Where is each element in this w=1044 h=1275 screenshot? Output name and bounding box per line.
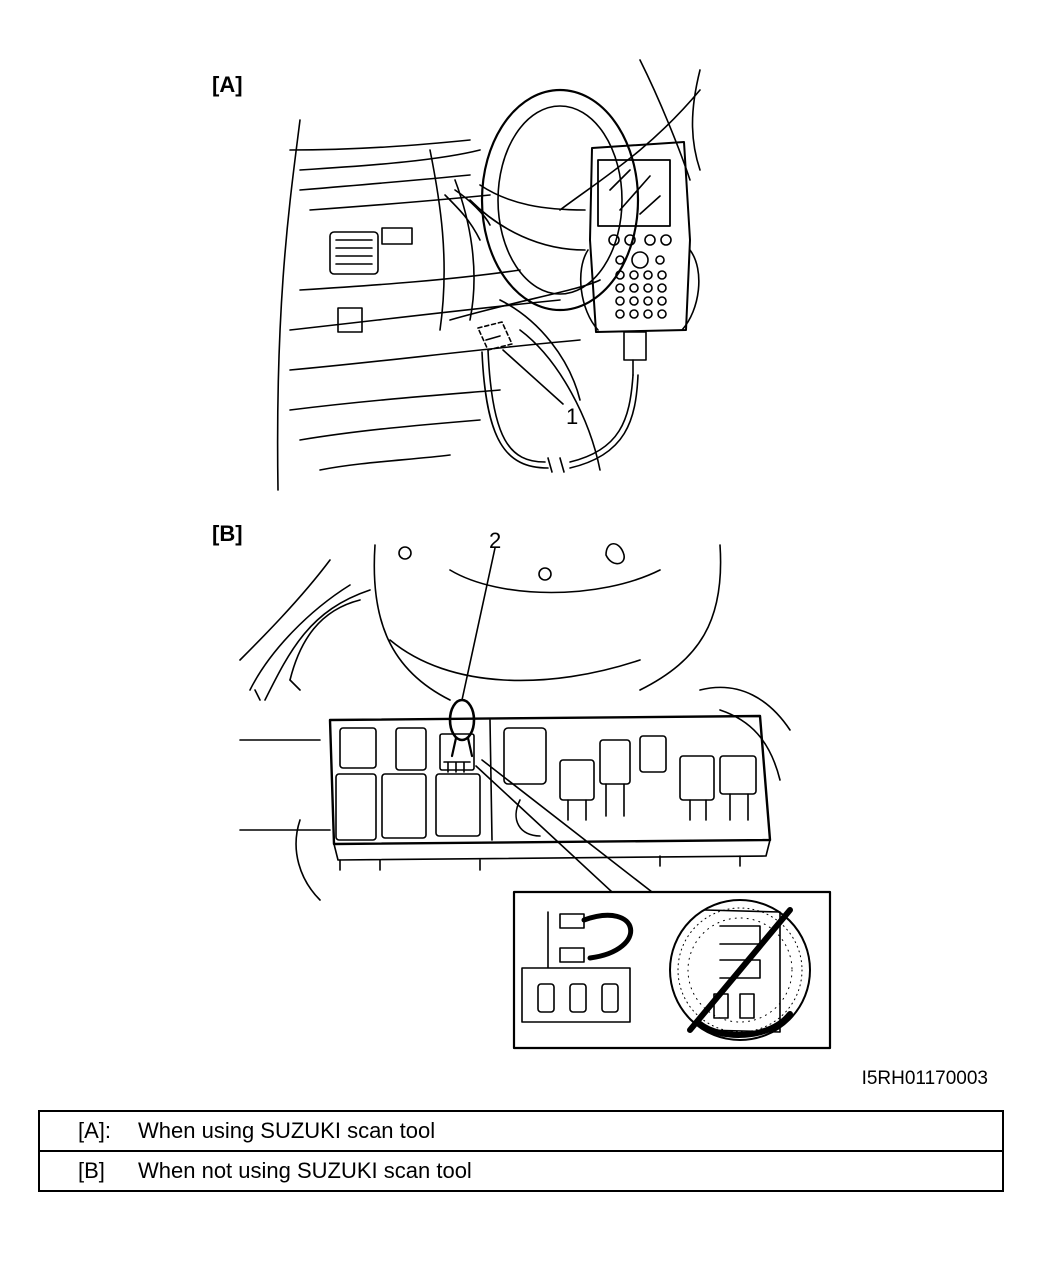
engine-bay-drawing bbox=[239, 542, 791, 901]
dlc-connector-drawing bbox=[477, 321, 564, 405]
dashboard-drawing bbox=[276, 59, 701, 491]
legend-key: [A]: bbox=[78, 1118, 112, 1143]
detail-leader-lines bbox=[475, 759, 653, 893]
callout-2-jumper: 2 bbox=[489, 528, 502, 553]
legend-cell: [A]: When using SUZUKI scan tool bbox=[38, 1110, 1004, 1152]
panel-a-label: [A] bbox=[212, 72, 243, 97]
legend-table: [A]: When using SUZUKI scan tool [B] When … bbox=[38, 1110, 1004, 1192]
callout-1-dlc: 1 bbox=[566, 404, 579, 429]
inset-detail-drawing bbox=[512, 890, 832, 1050]
panel-b-label: [B] bbox=[212, 521, 243, 546]
figure-code: I5RH01170003 bbox=[861, 1068, 988, 1089]
legend-row: [A]: When using SUZUKI scan tool bbox=[38, 1110, 1004, 1152]
scan-tool-drawing bbox=[481, 141, 700, 473]
legend-text: When not using SUZUKI scan tool bbox=[138, 1158, 472, 1183]
fuse-box-drawing bbox=[328, 714, 772, 871]
jumper-wire-drawing bbox=[448, 547, 496, 758]
legend-text: When using SUZUKI scan tool bbox=[138, 1118, 436, 1143]
legend-row: [B] When not using SUZUKI scan tool bbox=[38, 1150, 1004, 1192]
legend-key: [B] bbox=[78, 1158, 105, 1183]
legend-cell: [B] When not using SUZUKI scan tool bbox=[38, 1150, 1004, 1192]
steering-wheel-drawing bbox=[444, 88, 640, 312]
